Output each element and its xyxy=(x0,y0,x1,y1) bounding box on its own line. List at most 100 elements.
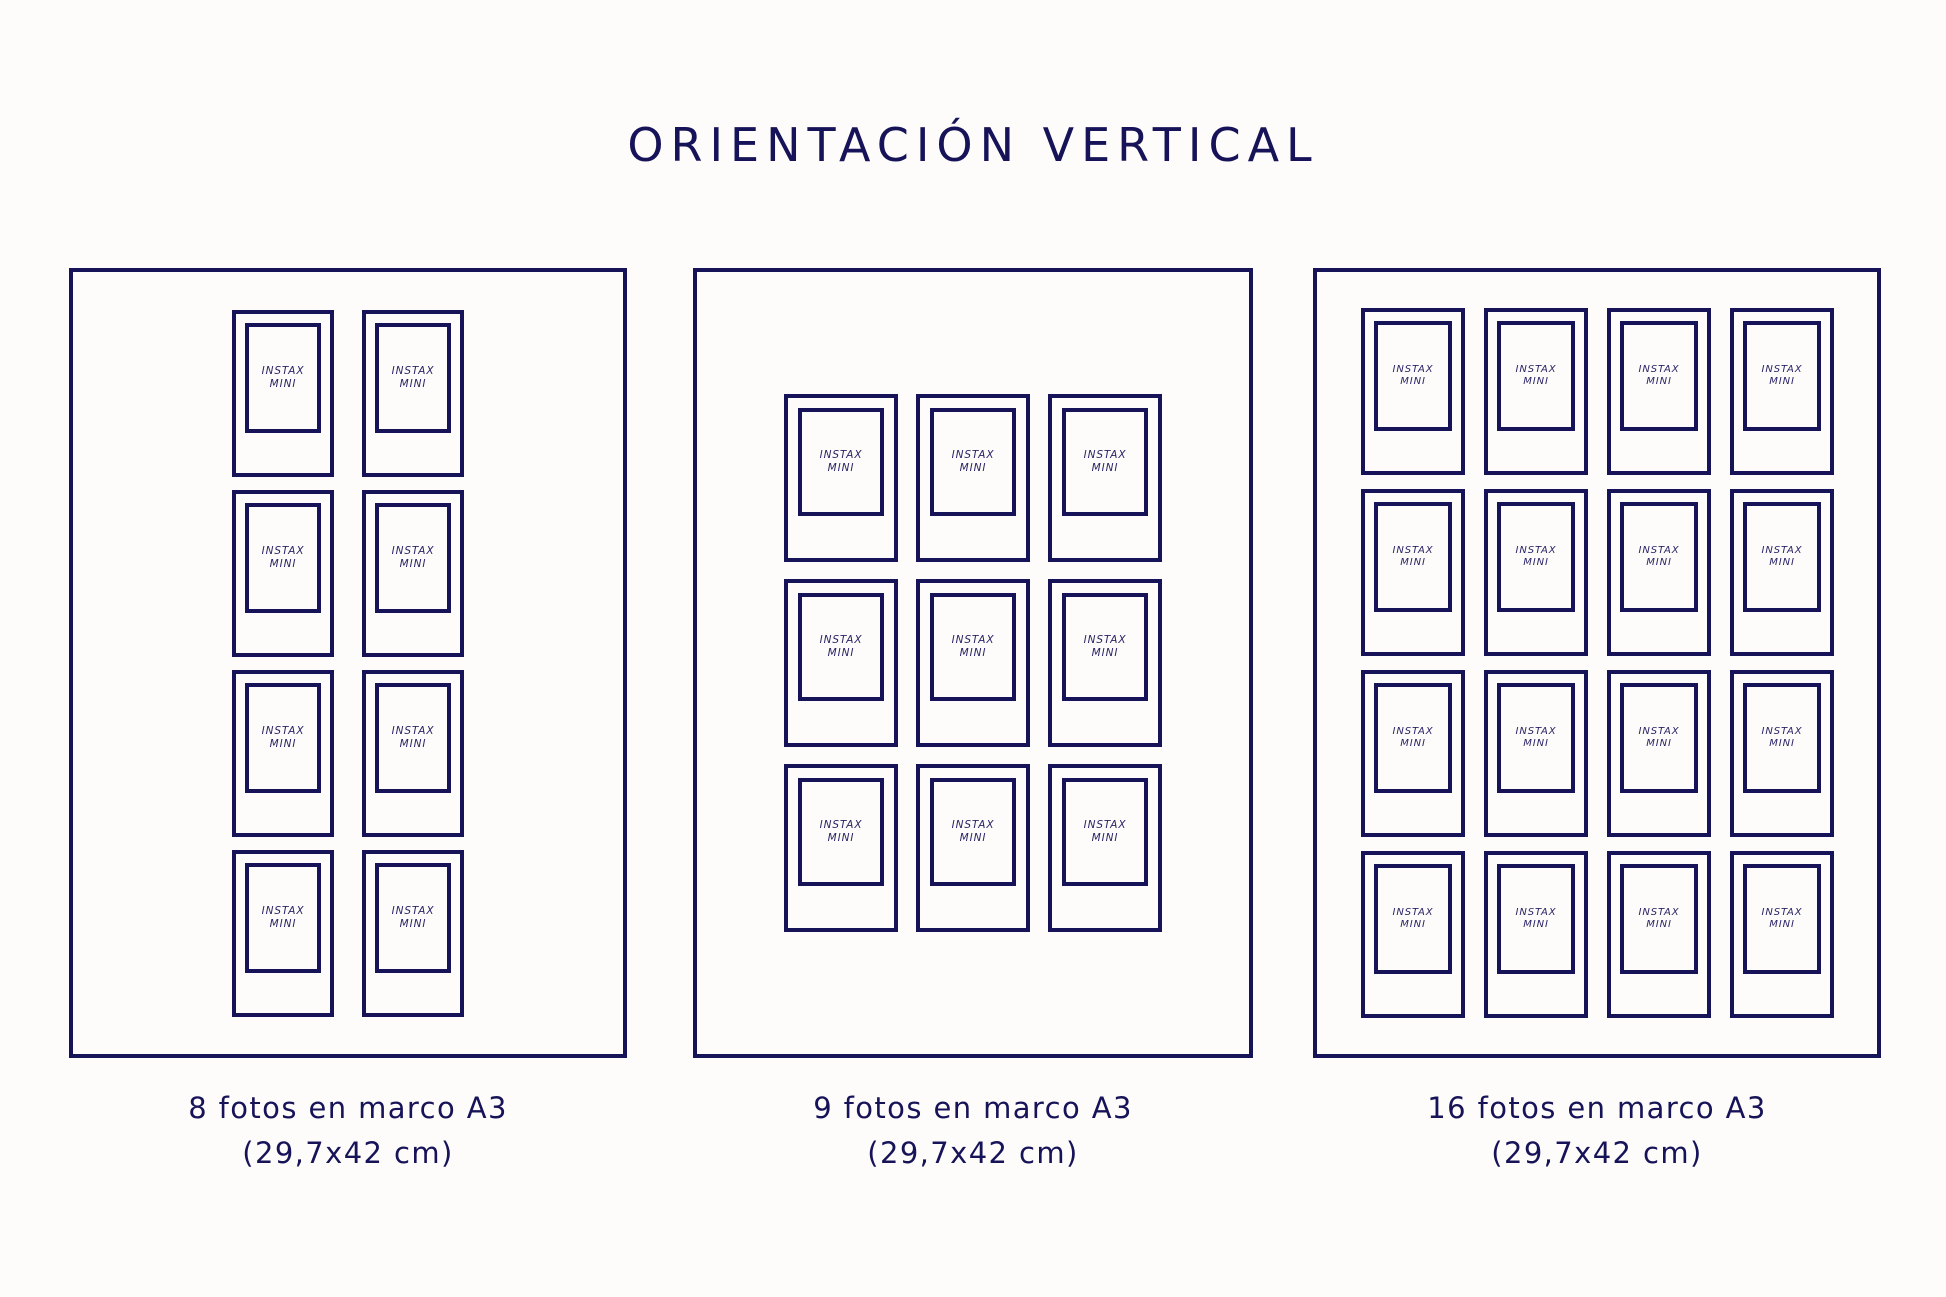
instax-photo-frame[interactable]: INSTAX MINI xyxy=(784,764,898,932)
caption-line-2: (29,7x42 cm) xyxy=(867,1135,1079,1170)
caption-line-2: (29,7x42 cm) xyxy=(242,1135,454,1170)
instax-photo-window: INSTAX MINI xyxy=(798,593,884,701)
instax-photo-window: INSTAX MINI xyxy=(1620,502,1698,612)
instax-photo-window: INSTAX MINI xyxy=(245,863,321,973)
instax-mini-label: INSTAX MINI xyxy=(1083,819,1127,844)
instax-mini-label: INSTAX MINI xyxy=(819,449,863,474)
instax-photo-frame[interactable]: INSTAX MINI xyxy=(232,490,334,657)
instax-photo-frame[interactable]: INSTAX MINI xyxy=(1484,851,1588,1018)
instax-photo-frame[interactable]: INSTAX MINI xyxy=(232,670,334,837)
instax-mini-label: INSTAX MINI xyxy=(951,634,995,659)
instax-photo-frame[interactable]: INSTAX MINI xyxy=(232,850,334,1017)
instax-photo-frame[interactable]: INSTAX MINI xyxy=(1730,851,1834,1018)
panel-caption: 9 fotos en marco A3(29,7x42 cm) xyxy=(693,1086,1253,1176)
instax-photo-frame[interactable]: INSTAX MINI xyxy=(232,310,334,477)
instax-photo-frame[interactable]: INSTAX MINI xyxy=(1484,489,1588,656)
instax-mini-label: INSTAX MINI xyxy=(951,449,995,474)
instax-photo-frame[interactable]: INSTAX MINI xyxy=(1730,489,1834,656)
instax-photo-window: INSTAX MINI xyxy=(375,863,451,973)
instax-photo-frame[interactable]: INSTAX MINI xyxy=(1607,489,1711,656)
instax-photo-window: INSTAX MINI xyxy=(1743,321,1821,431)
instax-mini-label: INSTAX MINI xyxy=(1638,725,1680,749)
instax-photo-window: INSTAX MINI xyxy=(798,408,884,516)
instax-photo-window: INSTAX MINI xyxy=(1743,683,1821,793)
instax-mini-label: INSTAX MINI xyxy=(1392,363,1434,387)
instax-photo-frame[interactable]: INSTAX MINI xyxy=(1730,308,1834,475)
instax-photo-window: INSTAX MINI xyxy=(1620,321,1698,431)
instax-photo-frame[interactable]: INSTAX MINI xyxy=(362,670,464,837)
instax-photo-frame[interactable]: INSTAX MINI xyxy=(784,394,898,562)
instax-mini-label: INSTAX MINI xyxy=(1083,634,1127,659)
instax-photo-window: INSTAX MINI xyxy=(1620,683,1698,793)
instax-mini-label: INSTAX MINI xyxy=(1392,544,1434,568)
instax-photo-frame[interactable]: INSTAX MINI xyxy=(1048,394,1162,562)
instax-mini-label: INSTAX MINI xyxy=(1761,725,1803,749)
instax-photo-frame[interactable]: INSTAX MINI xyxy=(1048,579,1162,747)
page-title: ORIENTACIÓN VERTICAL xyxy=(627,118,1319,172)
instax-photo-window: INSTAX MINI xyxy=(798,778,884,886)
frame-panel-8[interactable]: INSTAX MINI INSTAX MINI INSTAX MINI INSTAX … xyxy=(69,268,627,1058)
frame-panel-16[interactable]: INSTAX MINI INSTAX MINI INSTAX MINI INSTAX … xyxy=(1313,268,1881,1058)
instax-photo-frame[interactable]: INSTAX MINI xyxy=(362,490,464,657)
instax-mini-label: INSTAX MINI xyxy=(1761,906,1803,930)
instax-photo-window: INSTAX MINI xyxy=(1497,683,1575,793)
instax-photo-frame[interactable]: INSTAX MINI xyxy=(1730,670,1834,837)
instax-mini-label: INSTAX MINI xyxy=(391,545,435,570)
instax-photo-window: INSTAX MINI xyxy=(375,323,451,433)
instax-mini-label: INSTAX MINI xyxy=(1515,725,1557,749)
instax-mini-label: INSTAX MINI xyxy=(261,545,305,570)
instax-photo-frame[interactable]: INSTAX MINI xyxy=(1484,308,1588,475)
instax-photo-frame[interactable]: INSTAX MINI xyxy=(1607,670,1711,837)
instax-mini-label: INSTAX MINI xyxy=(261,905,305,930)
instax-mini-label: INSTAX MINI xyxy=(1761,363,1803,387)
instax-photo-frame[interactable]: INSTAX MINI xyxy=(362,850,464,1017)
instax-photo-window: INSTAX MINI xyxy=(1620,864,1698,974)
instax-photo-window: INSTAX MINI xyxy=(375,683,451,793)
panel-caption: 8 fotos en marco A3 (29,7x42 cm) xyxy=(69,1086,627,1176)
instax-photo-window: INSTAX MINI xyxy=(1062,408,1148,516)
caption-line-1: 16 fotos en marco A3 xyxy=(1427,1091,1767,1125)
instax-photo-frame[interactable]: INSTAX MINI xyxy=(1361,308,1465,475)
instax-photo-window: INSTAX MINI xyxy=(245,503,321,613)
instax-photo-window: INSTAX MINI xyxy=(1374,864,1452,974)
instax-photo-frame[interactable]: INSTAX MINI xyxy=(1607,308,1711,475)
instax-photo-window: INSTAX MINI xyxy=(1374,683,1452,793)
instax-photo-frame[interactable]: INSTAX MINI xyxy=(1484,670,1588,837)
instax-mini-label: INSTAX MINI xyxy=(819,634,863,659)
instax-mini-label: INSTAX MINI xyxy=(1761,544,1803,568)
instax-mini-label: INSTAX MINI xyxy=(819,819,863,844)
instax-mini-label: INSTAX MINI xyxy=(1515,363,1557,387)
instax-photo-window: INSTAX MINI xyxy=(375,503,451,613)
instax-photo-frame[interactable]: INSTAX MINI xyxy=(1361,851,1465,1018)
instax-photo-frame[interactable]: INSTAX MINI xyxy=(1361,670,1465,837)
instax-photo-frame[interactable]: INSTAX MINI xyxy=(1361,489,1465,656)
instax-mini-label: INSTAX MINI xyxy=(1083,449,1127,474)
instax-mini-label: INSTAX MINI xyxy=(1638,906,1680,930)
instax-photo-window: INSTAX MINI xyxy=(1497,502,1575,612)
instax-mini-label: INSTAX MINI xyxy=(1392,725,1434,749)
frame-panel-9[interactable]: INSTAX MINI INSTAX MINI INSTAX MINI INSTAX … xyxy=(693,268,1253,1058)
panel-row: INSTAX MINI INSTAX MINI INSTAX MINI INSTAX … xyxy=(0,268,1946,1170)
instax-mini-label: INSTAX MINI xyxy=(391,365,435,390)
instax-photo-frame[interactable]: INSTAX MINI xyxy=(916,579,1030,747)
frame-interior: INSTAX MINI INSTAX MINI INSTAX MINI INSTAX … xyxy=(697,272,1249,1054)
caption-line-1: 8 fotos en marco A3 xyxy=(188,1091,508,1125)
caption-line-2: (29,7x42 cm) xyxy=(1491,1135,1703,1170)
instax-photo-frame[interactable]: INSTAX MINI xyxy=(916,764,1030,932)
instax-photo-frame[interactable]: INSTAX MINI xyxy=(1048,764,1162,932)
instax-photo-window: INSTAX MINI xyxy=(1374,502,1452,612)
frame-interior: INSTAX MINI INSTAX MINI INSTAX MINI INSTAX … xyxy=(73,272,623,1054)
instax-photo-window: INSTAX MINI xyxy=(930,778,1016,886)
instax-photo-frame[interactable]: INSTAX MINI xyxy=(362,310,464,477)
instax-mini-label: INSTAX MINI xyxy=(1638,363,1680,387)
instax-photo-window: INSTAX MINI xyxy=(1062,593,1148,701)
instax-photo-frame[interactable]: INSTAX MINI xyxy=(784,579,898,747)
instax-photo-window: INSTAX MINI xyxy=(930,593,1016,701)
instax-mini-label: INSTAX MINI xyxy=(1515,906,1557,930)
instax-photo-frame[interactable]: INSTAX MINI xyxy=(916,394,1030,562)
instax-mini-label: INSTAX MINI xyxy=(391,905,435,930)
instax-photo-window: INSTAX MINI xyxy=(245,323,321,433)
instax-mini-label: INSTAX MINI xyxy=(391,725,435,750)
instax-photo-frame[interactable]: INSTAX MINI xyxy=(1607,851,1711,1018)
